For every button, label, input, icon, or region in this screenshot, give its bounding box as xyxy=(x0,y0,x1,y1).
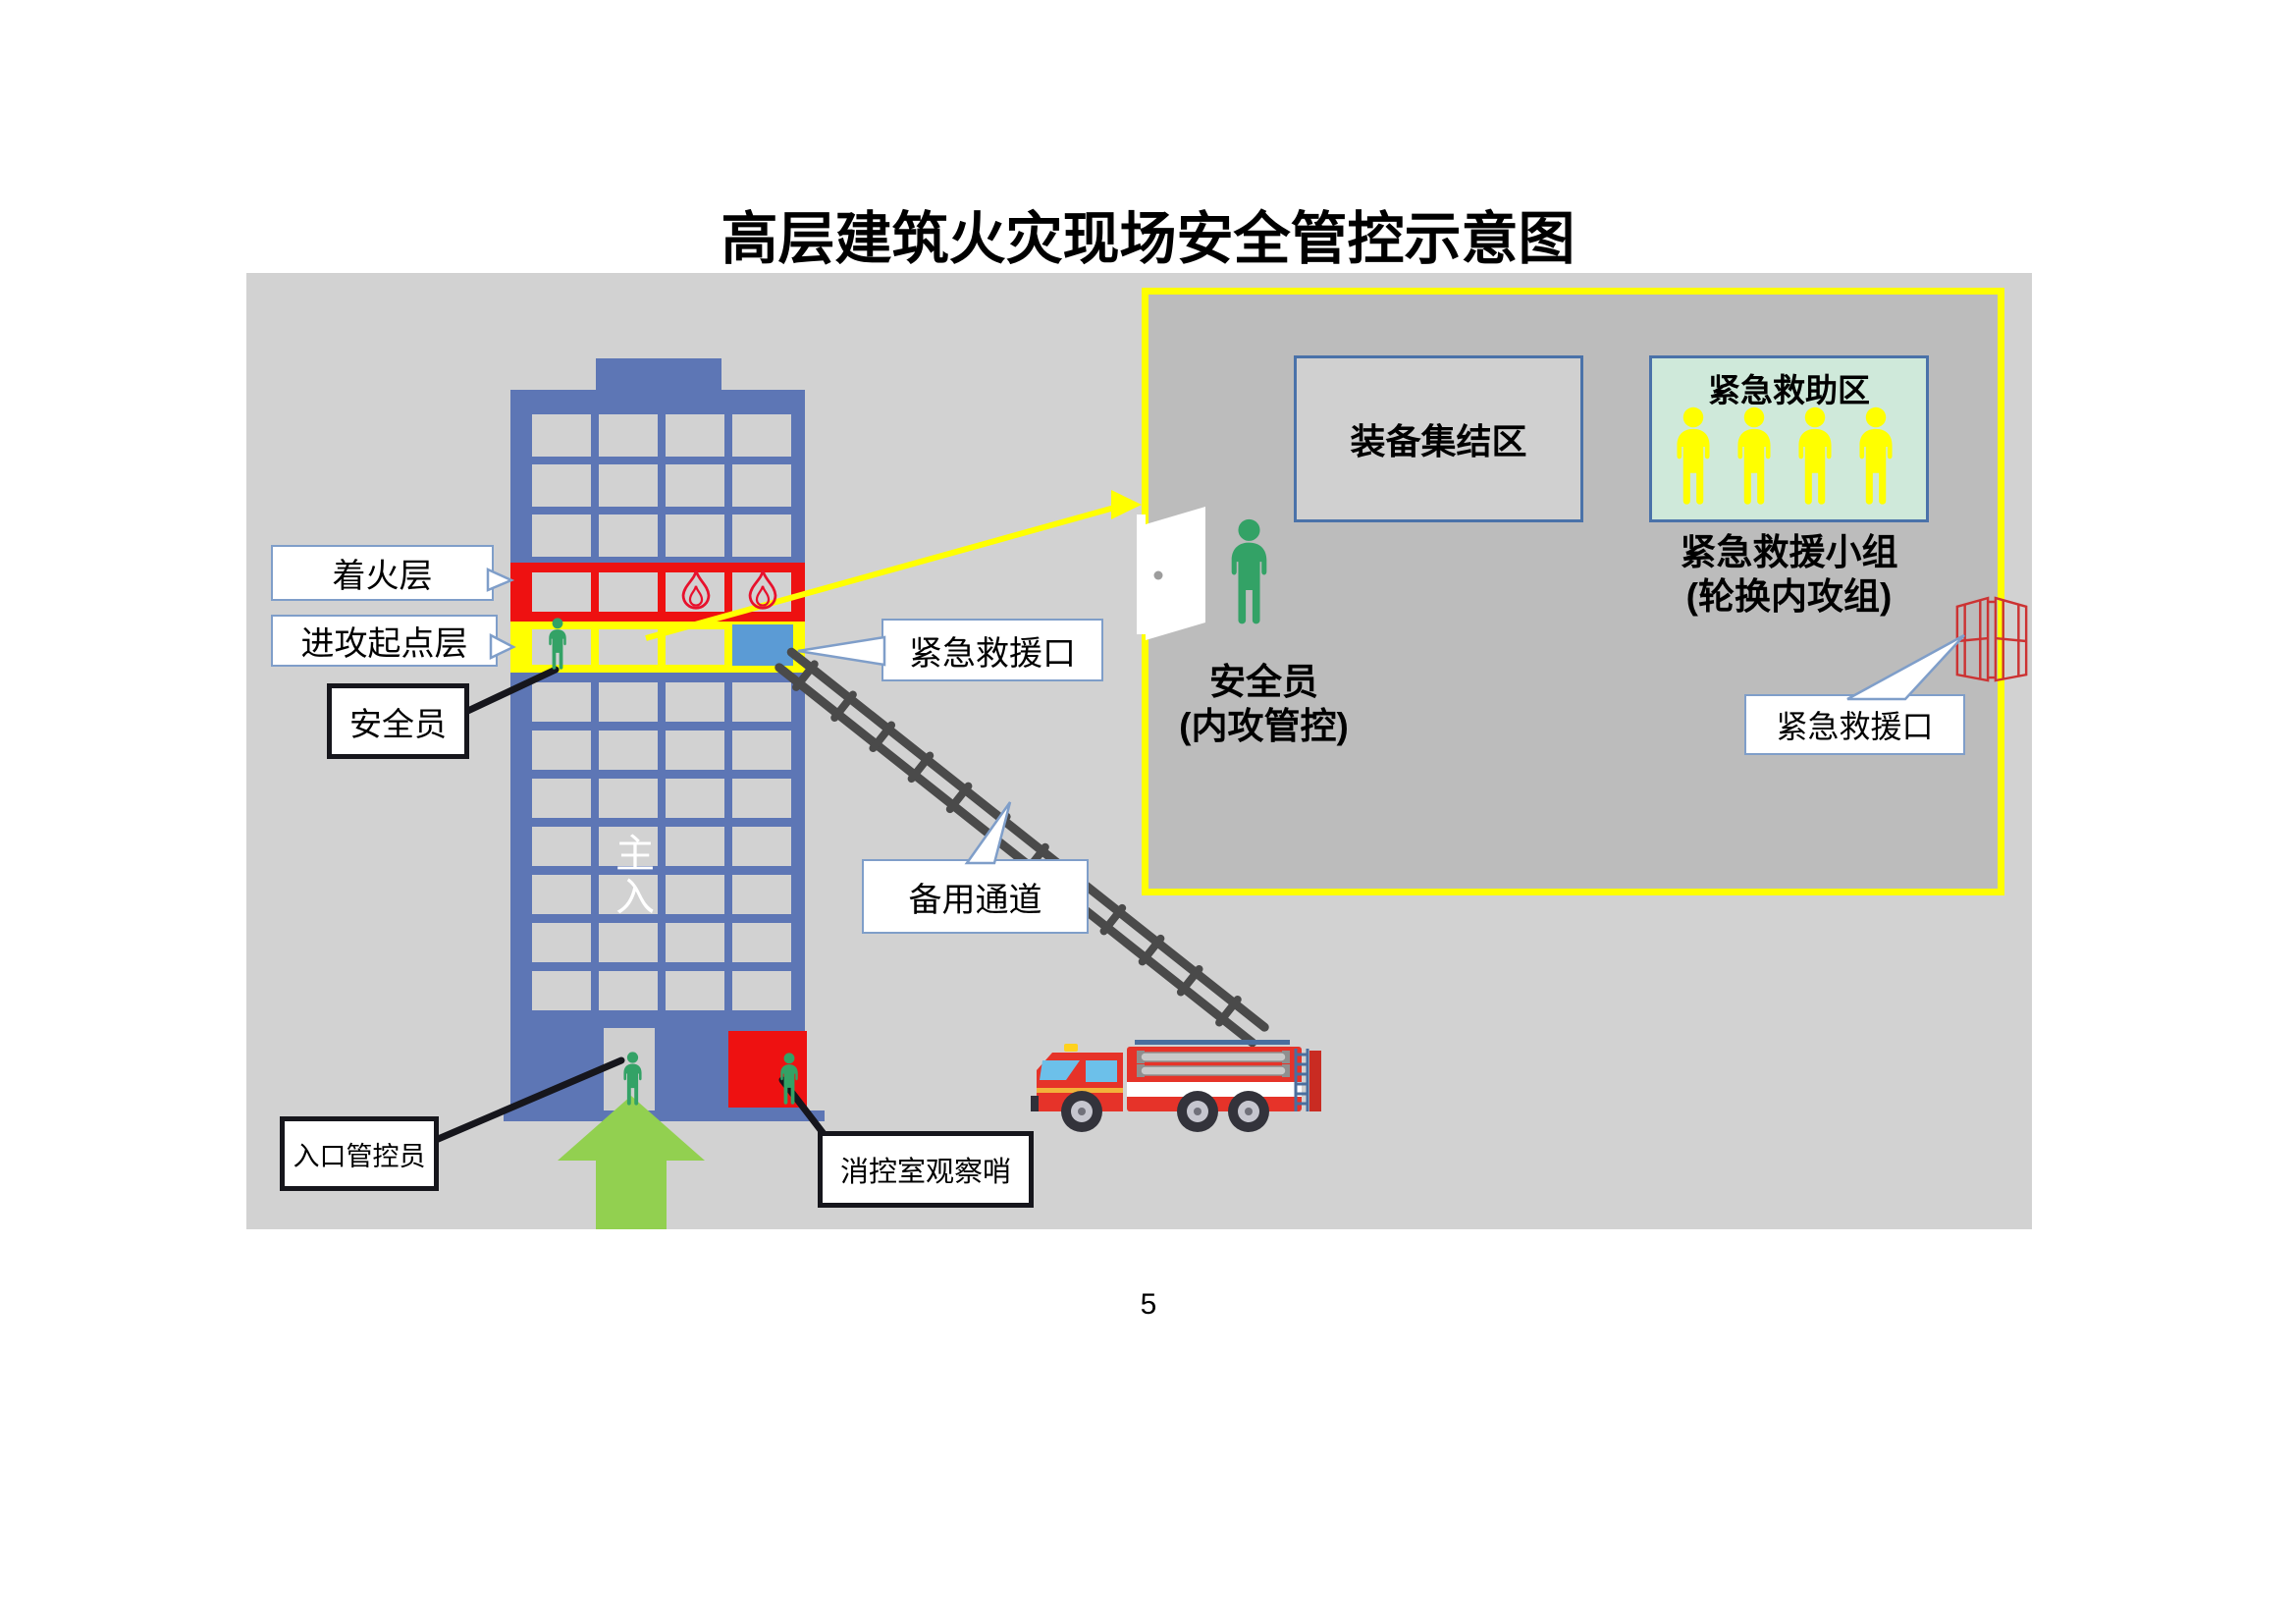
building-window xyxy=(666,464,724,507)
main-entrance-label: 主入口 xyxy=(610,833,653,919)
label-entrance-controller: 入口管控员 xyxy=(280,1116,439,1191)
rescue-team-label: 紧急救援小组 (轮换内攻组) xyxy=(1620,530,1958,619)
building-window xyxy=(599,629,658,665)
building-window xyxy=(532,731,591,770)
building-roof xyxy=(596,358,721,392)
building-window xyxy=(732,971,791,1010)
building-window xyxy=(532,629,591,665)
building-window xyxy=(599,875,658,914)
building-window xyxy=(666,682,724,722)
safety-officer-label: 安全员 xyxy=(349,705,447,742)
label-safety-officer: 安全员 xyxy=(327,683,469,759)
building-window xyxy=(532,923,591,962)
callout-panel-rescue-opening: 紧急救援口 xyxy=(1744,694,1965,755)
building-window xyxy=(532,971,591,1010)
building-window xyxy=(532,464,591,507)
fire-control-watch-label: 消控室观察哨 xyxy=(839,1157,1011,1188)
building-window xyxy=(732,682,791,722)
fire-floor-label: 着火层 xyxy=(332,558,433,595)
building-window xyxy=(666,572,724,612)
building-window xyxy=(599,464,658,507)
building-window xyxy=(532,514,591,557)
building-window xyxy=(732,923,791,962)
building-window xyxy=(532,827,591,866)
panel-officer-line2: (内攻管控) xyxy=(1179,706,1349,746)
panel-safety-officer-label: 安全员 (内攻管控) xyxy=(1148,660,1379,748)
label-fire-control-watch: 消控室观察哨 xyxy=(818,1131,1034,1208)
building-window xyxy=(599,779,658,818)
backup-channel-label: 备用通道 xyxy=(908,881,1042,919)
panel-rescue-opening-label: 紧急救援口 xyxy=(1776,709,1934,744)
callout-backup-channel: 备用通道 xyxy=(862,859,1089,934)
building-window xyxy=(532,572,591,612)
building-window xyxy=(666,629,724,665)
building-entrance-door xyxy=(604,1028,655,1110)
rescue-team-line2: (轮换内攻组) xyxy=(1685,576,1893,617)
equipment-assembly-label: 装备集结区 xyxy=(1350,421,1527,461)
building-base xyxy=(504,1110,825,1121)
building-window xyxy=(666,971,724,1010)
zoom-detail-panel: 装备集结区 紧急救助区 紧急救援小组 (轮换内攻组) 安全员 (内攻管控) xyxy=(1142,288,2004,895)
equipment-assembly-area: 装备集结区 xyxy=(1294,355,1583,522)
building-window xyxy=(532,682,591,722)
attack-start-floor-label: 进攻起点层 xyxy=(300,625,468,663)
building-window xyxy=(666,414,724,457)
building-window xyxy=(599,572,658,612)
panel-officer-line1: 安全员 xyxy=(1209,662,1318,702)
building-window xyxy=(599,971,658,1010)
emergency-aid-area: 紧急救助区 xyxy=(1649,355,1929,522)
building-window xyxy=(666,827,724,866)
emergency-aid-label: 紧急救助区 xyxy=(1708,372,1870,408)
page-number: 5 xyxy=(1140,1288,1157,1321)
rescue-opening-window xyxy=(732,624,793,666)
callout-fire-floor: 着火层 xyxy=(271,545,494,601)
building-window xyxy=(599,827,658,866)
rescue-opening-label: 紧急救援口 xyxy=(909,634,1076,673)
building-window xyxy=(666,779,724,818)
building-window xyxy=(532,414,591,457)
building-window xyxy=(732,514,791,557)
building-window xyxy=(666,514,724,557)
building-window xyxy=(732,414,791,457)
building-window xyxy=(532,875,591,914)
building-window xyxy=(732,731,791,770)
building-window xyxy=(666,875,724,914)
building-window xyxy=(532,779,591,818)
page-title: 高层建筑火灾现场安全管控示意图 xyxy=(721,207,1575,271)
building-window xyxy=(732,779,791,818)
building-window xyxy=(666,923,724,962)
callout-attack-start-floor: 进攻起点层 xyxy=(271,615,498,667)
building-window xyxy=(599,414,658,457)
building-window xyxy=(732,875,791,914)
entrance-controller-label: 入口管控员 xyxy=(293,1141,426,1171)
building-window xyxy=(666,731,724,770)
callout-rescue-opening: 紧急救援口 xyxy=(881,619,1103,681)
building-window xyxy=(732,464,791,507)
rescue-team-line1: 紧急救援小组 xyxy=(1680,532,1898,572)
building-window xyxy=(599,682,658,722)
building-window xyxy=(599,731,658,770)
building-window xyxy=(599,514,658,557)
fire-control-room xyxy=(728,1031,807,1108)
building-window xyxy=(599,923,658,962)
building-window xyxy=(732,572,791,612)
building-window xyxy=(732,827,791,866)
